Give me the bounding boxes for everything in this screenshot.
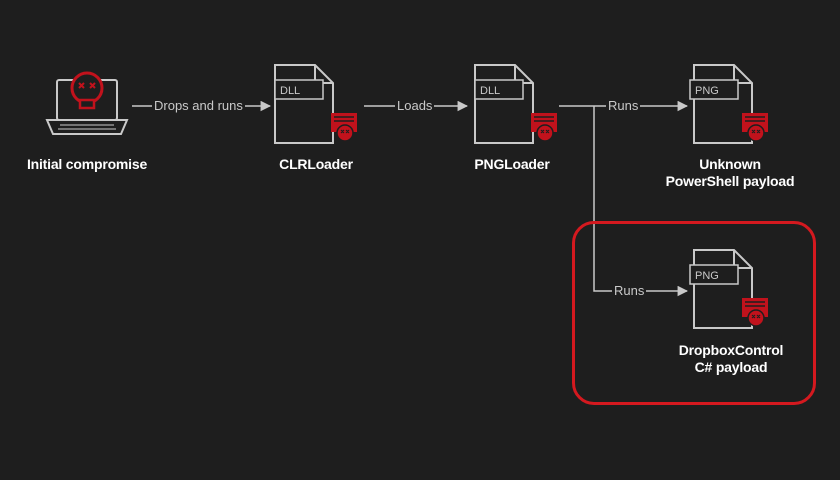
infected-laptop-icon: [45, 71, 129, 135]
node-label-line: DropboxControl: [678, 342, 784, 358]
node-label-unknown-payload: Unknown PowerShell payload: [650, 156, 810, 190]
edge-label-runs-unknown: Runs: [606, 98, 641, 114]
highlight-box: [572, 221, 816, 405]
file-type-tag: PNG: [695, 85, 719, 97]
node-label-pngloader: PNGLoader: [474, 156, 550, 172]
node-label-line: PowerShell payload: [665, 173, 795, 189]
node-label-line: Unknown: [699, 156, 761, 172]
malicious-dll-file-icon: DLL: [474, 64, 558, 144]
node-label-initial-compromise: Initial compromise: [26, 156, 148, 172]
file-type-tag: PNG: [695, 270, 719, 282]
malicious-dll-file-icon: DLL: [274, 64, 358, 144]
malicious-png-file-icon: PNG: [689, 64, 769, 144]
malicious-png-file-icon: PNG: [689, 249, 769, 329]
node-label-line: C# payload: [694, 359, 768, 375]
file-type-tag: DLL: [280, 85, 300, 97]
node-label-dropboxcontrol: DropboxControl C# payload: [656, 342, 806, 376]
edge-label-runs-dropbox: Runs: [612, 283, 647, 299]
edge-runs-dropbox: [593, 106, 689, 297]
edge-label-loads: Loads: [395, 98, 435, 114]
edge-label-drops-and-runs: Drops and runs: [152, 98, 245, 114]
file-type-tag: DLL: [480, 85, 500, 97]
node-label-clrloader: CLRLoader: [279, 156, 353, 172]
